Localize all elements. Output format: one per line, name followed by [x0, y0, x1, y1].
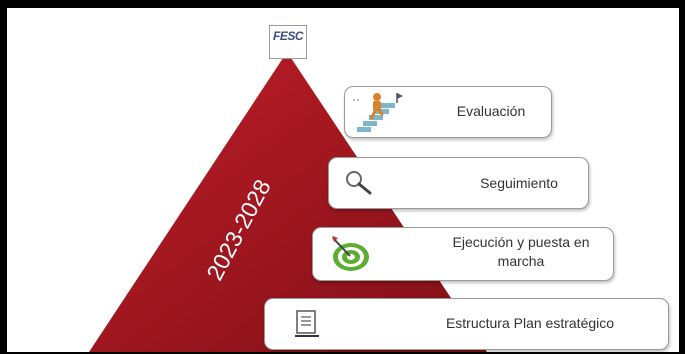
stage-evaluacion-box: Evaluación [344, 86, 552, 138]
diagram-frame: FESC 2023-2028 Evaluación [7, 8, 679, 352]
magnifier-icon [346, 171, 372, 195]
document-icon [295, 310, 319, 337]
stage-ejecucion-box: Ejecución y puesta en marcha [312, 227, 614, 281]
stage-ejecucion-label: Ejecución y puesta en marcha [452, 234, 590, 269]
stage-seguimiento-box: Seguimiento [328, 157, 589, 209]
target-icon [332, 236, 369, 271]
stairs-climber-icon [353, 93, 403, 132]
logo-text: FESC [272, 29, 304, 43]
stage-estructura-box: Estructura Plan estratégico [264, 298, 669, 350]
stage-estructura-label: Estructura Plan estratégico [445, 315, 615, 331]
fesc-logo: FESC [269, 25, 307, 59]
stage-seguimiento-label: Seguimiento [480, 175, 558, 191]
stage-evaluacion-label: Evaluación [456, 103, 526, 119]
